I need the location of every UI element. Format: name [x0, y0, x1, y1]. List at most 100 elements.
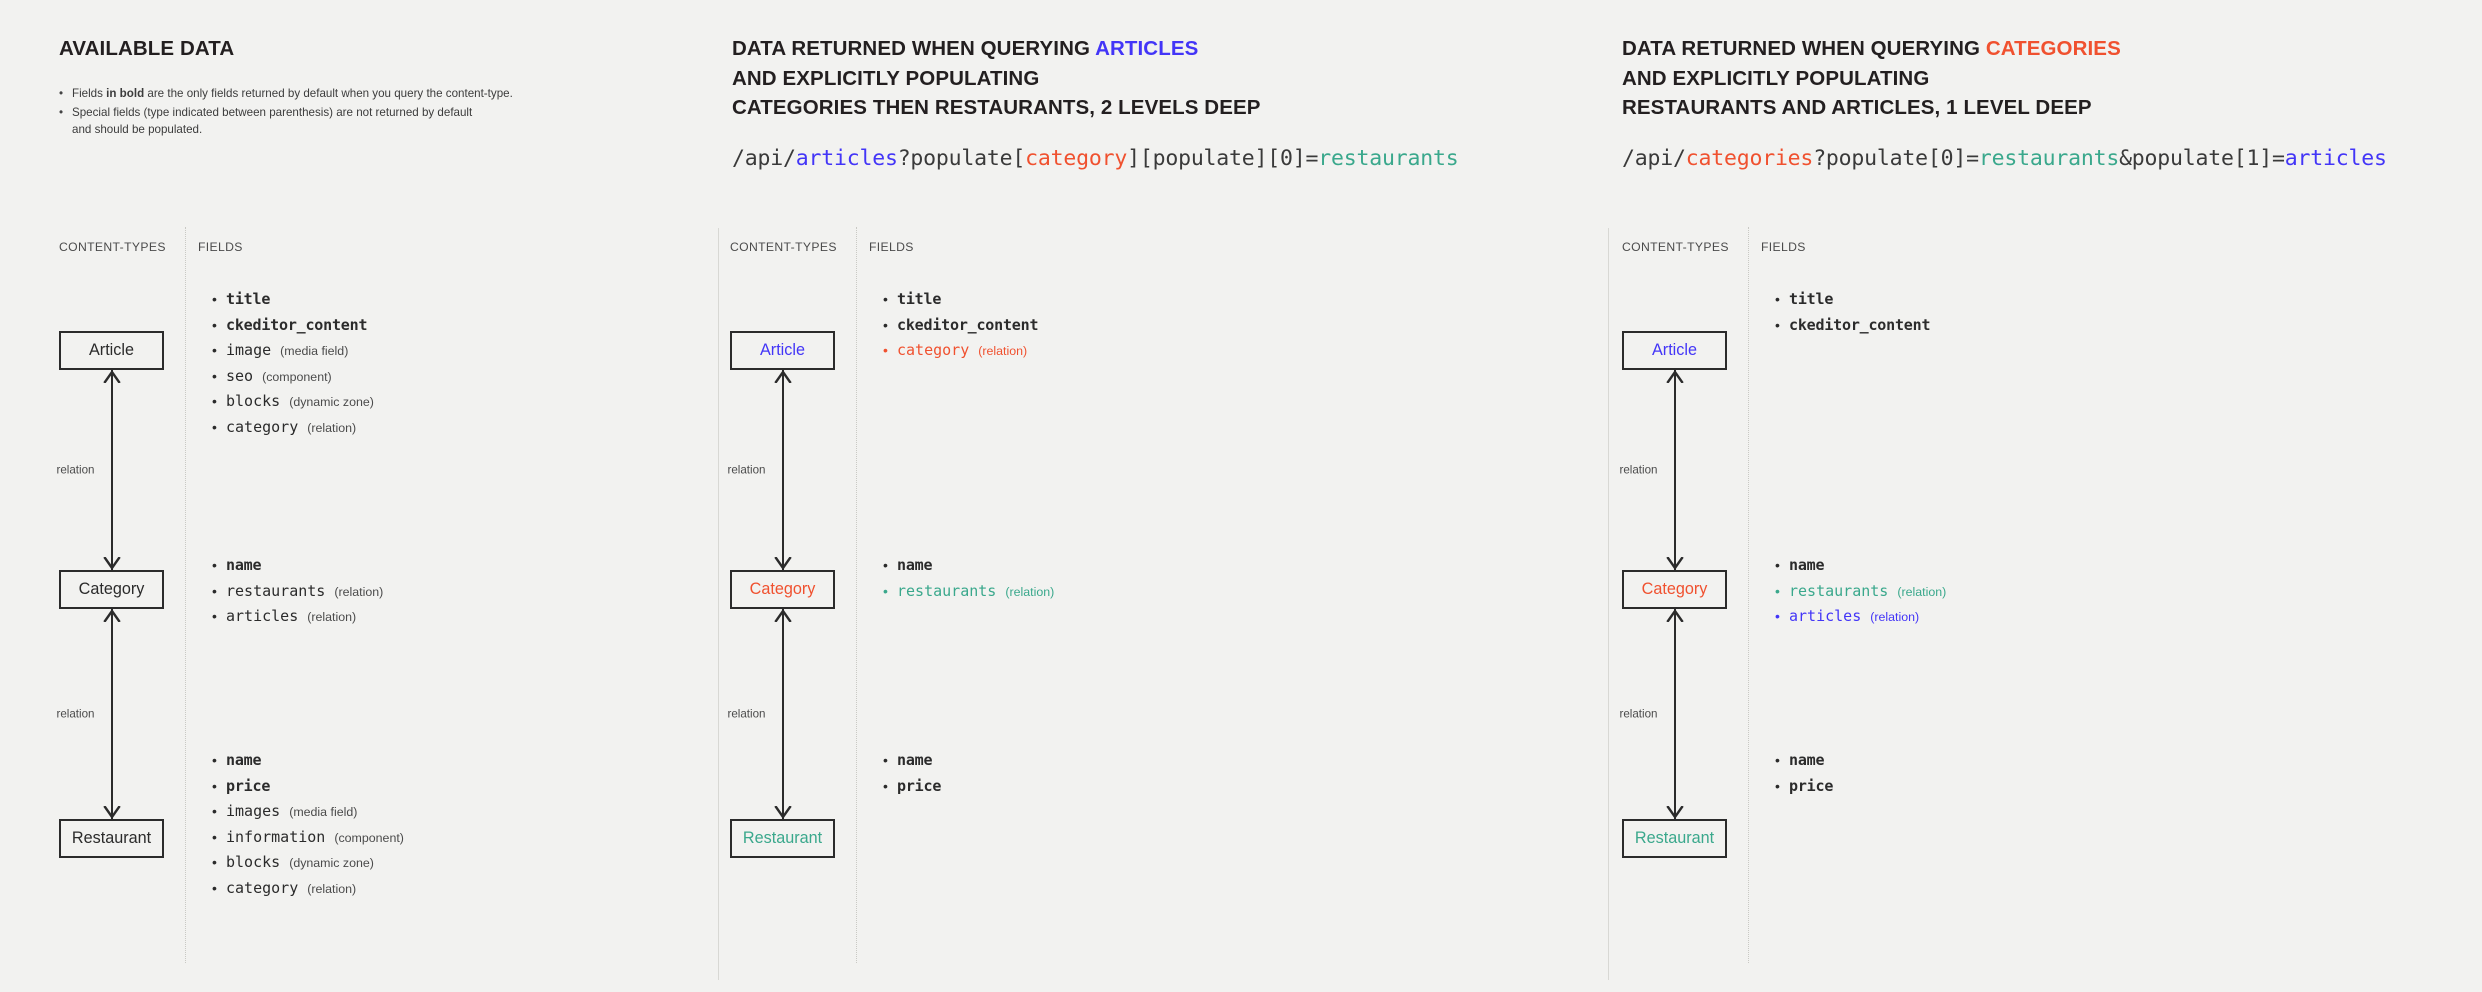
arrow-shaft [1673, 370, 1676, 570]
field-list-restaurant: •name•price•images(media field)•informat… [212, 751, 404, 905]
content-type-label: Restaurant [742, 829, 823, 847]
headline-segment: DATA RETURNED WHEN QUERYING [1622, 37, 1986, 60]
bullet-icon: • [883, 557, 888, 573]
relation-label: relation [56, 707, 95, 721]
relation-arrow [101, 609, 123, 819]
bullet-icon: • [212, 393, 217, 410]
content-type-box-restaurant[interactable]: Restaurant [730, 819, 835, 858]
relation-label: relation [1619, 463, 1658, 477]
api-segment: categories [1685, 146, 1814, 171]
relation-arrow [1664, 370, 1686, 570]
field-item: •ckeditor_content [212, 316, 374, 342]
arrow-shaft [781, 609, 784, 819]
field-list-restaurant: •name•price [1775, 751, 1833, 802]
note-item: •Fields in bold are the only fields retu… [59, 85, 513, 103]
column-header-fields: FIELDS [198, 240, 243, 254]
column-header-fields: FIELDS [869, 240, 914, 254]
column-divider [856, 227, 857, 963]
notes-list: •Fields in bold are the only fields retu… [59, 85, 513, 140]
field-list-category: •name•restaurants(relation)•articles(rel… [212, 556, 383, 633]
column-divider [185, 227, 186, 963]
content-type-box-category[interactable]: Category [59, 570, 164, 609]
field-type: (relation) [307, 420, 357, 435]
bullet-icon: • [212, 291, 217, 307]
field-name: information [226, 827, 326, 846]
content-type-box-restaurant[interactable]: Restaurant [59, 819, 164, 858]
content-type-label: Category [749, 580, 816, 598]
arrow-head-down [102, 557, 121, 570]
arrow-head-up [1665, 609, 1684, 622]
content-type-label: Article [1652, 341, 1697, 359]
field-name: articles [1789, 607, 1862, 626]
api-segment: ][populate][0]= [1127, 146, 1319, 171]
bullet-icon: • [1775, 582, 1780, 599]
arrow-shaft [781, 370, 784, 570]
arrow-head-down [773, 806, 792, 819]
panel-divider [718, 228, 719, 980]
content-type-box-category[interactable]: Category [1622, 570, 1727, 609]
content-type-box-restaurant[interactable]: Restaurant [1622, 819, 1727, 858]
field-name: title [226, 290, 271, 308]
headline-segment: ARTICLES [1095, 37, 1199, 60]
relation-label: relation [727, 707, 766, 721]
bullet-icon: • [212, 582, 217, 599]
field-item: •blocks(dynamic zone) [212, 853, 404, 879]
api-segment: restaurants [1318, 146, 1459, 171]
field-list-category: •name•restaurants(relation) [883, 556, 1054, 607]
headline-segment: AVAILABLE DATA [59, 37, 235, 60]
field-item: •restaurants(relation) [212, 582, 383, 608]
bullet-icon: • [212, 803, 217, 820]
field-type: (component) [262, 369, 332, 384]
field-item: •restaurants(relation) [1775, 582, 1946, 608]
bullet-icon: • [212, 608, 217, 625]
api-segment: articles [795, 146, 898, 171]
relation-arrow [772, 370, 794, 570]
arrow-head-up [1665, 370, 1684, 383]
field-name: seo [226, 366, 254, 385]
field-item: •name [212, 556, 383, 582]
relation-label: relation [56, 463, 95, 477]
field-name: name [226, 751, 262, 769]
content-type-box-category[interactable]: Category [730, 570, 835, 609]
field-name: title [897, 290, 942, 308]
field-name: ckeditor_content [897, 315, 1039, 334]
bullet-icon: • [59, 105, 64, 119]
api-segment: ?populate[ [897, 146, 1026, 171]
field-type: (relation) [307, 610, 357, 625]
field-item: •ckeditor_content [883, 316, 1038, 342]
arrow-shaft [1673, 609, 1676, 819]
field-type: (relation) [1005, 584, 1055, 599]
field-item: •price [883, 777, 941, 803]
api-segment: &populate[1]= [2119, 146, 2285, 171]
field-item: •seo(component) [212, 367, 374, 393]
field-item: •image(media field) [212, 341, 374, 367]
field-name: ckeditor_content [226, 315, 368, 334]
field-item: • title [212, 290, 374, 316]
bullet-icon: • [212, 342, 217, 359]
field-type: (relation) [307, 881, 357, 896]
arrow-head-down [1665, 806, 1684, 819]
content-type-label: Category [78, 580, 145, 598]
headline-segment: CATEGORIES [1985, 37, 2121, 60]
bullet-icon: • [1775, 316, 1780, 333]
api-url: /api/categories?populate[0]=restaurants&… [1622, 146, 2387, 171]
field-name: image [226, 341, 272, 360]
field-type: (relation) [334, 584, 384, 599]
bullet-icon: • [212, 777, 217, 794]
api-segment: restaurants [1978, 146, 2120, 171]
panel-divider [1608, 228, 1609, 980]
content-type-box-article[interactable]: Article [59, 331, 164, 370]
relation-label: relation [727, 463, 766, 477]
field-item: •ckeditor_content [1775, 316, 1930, 342]
content-type-box-article[interactable]: Article [730, 331, 835, 370]
field-item: •blocks(dynamic zone) [212, 392, 374, 418]
bullet-icon: • [883, 291, 888, 307]
content-type-label: Article [760, 341, 805, 359]
field-name: restaurants [897, 581, 997, 600]
bullet-icon: • [59, 87, 64, 100]
field-type: (component) [334, 830, 404, 845]
content-type-box-article[interactable]: Article [1622, 331, 1727, 370]
field-name: name [1789, 556, 1825, 574]
